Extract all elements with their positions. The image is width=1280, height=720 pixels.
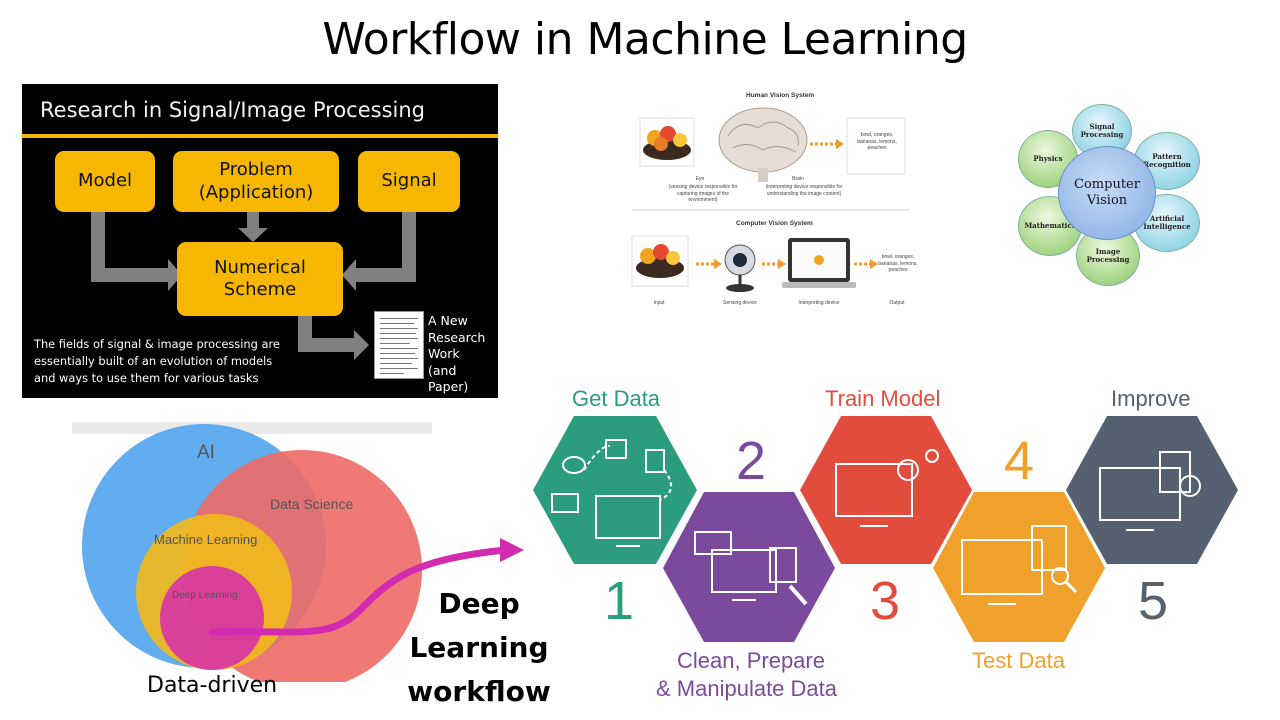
paper-thumbnail (374, 311, 424, 379)
step-number-1: 1 (604, 571, 635, 631)
problem-label-line1: Problem (219, 159, 293, 180)
sensing-device-label: Sensing device (723, 300, 757, 306)
model-label: Model (77, 170, 133, 192)
deep-learning-workflow-label: Deep Learning workflow (404, 582, 554, 715)
scheme-label-line1: Numerical (214, 256, 306, 278)
venn-label-data-science: Data Science (270, 496, 354, 512)
venn-top-band (72, 422, 432, 434)
research-title: Research in Signal/Image Processing (40, 98, 425, 122)
page-title: Workflow in Machine Learning (322, 14, 968, 65)
paper-label-line: is Born (428, 395, 472, 411)
human-vision-title: Human Vision System (746, 92, 815, 99)
step-number-4: 4 (1004, 431, 1035, 491)
new-research-label: A New Research Work (and Paper) is Born (428, 313, 498, 412)
human-output-text: bowl, oranges, bananas, lemons, peaches (857, 132, 897, 151)
eye-label: Eye (695, 176, 705, 182)
eye-description: (sensing device responsible for capturin… (668, 184, 738, 203)
data-driven-label: Data-driven (147, 673, 278, 698)
ai-venn-diagram: AI Data Science Machine Learning Deep Le… (72, 422, 432, 682)
dlw-line: workflow (407, 675, 551, 709)
computer-vision-title: Computer Vision System (736, 220, 813, 227)
venn-label-machine-learning: Machine Learning (154, 532, 258, 547)
problem-box: Problem (Application) (173, 151, 339, 212)
problem-label-line2: (Application) (198, 181, 314, 203)
research-arrows (91, 212, 416, 360)
computer-output-text: bowl, oranges, bananas, lemons, peaches (878, 254, 918, 273)
bubble-computer-vision: Computer Vision (1058, 146, 1156, 240)
paper-label-line: Research (428, 329, 486, 345)
step-number-2: 2 (736, 431, 767, 491)
step-label-clean-line2: & Manipulate Data (656, 676, 837, 701)
dlw-line: Deep (438, 587, 520, 620)
step-number-5: 5 (1138, 571, 1169, 631)
step-number-3: 3 (870, 571, 901, 631)
input-label: Input (653, 300, 665, 306)
signal-label: Signal (381, 170, 437, 192)
step-label-improve: Improve (1111, 386, 1191, 411)
paper-label-line: A New (428, 313, 468, 328)
paper-label-line: Work (428, 346, 460, 361)
brain-description: (interpreting device responsible for und… (765, 184, 843, 197)
step-label-clean-line1: Clean, Prepare (677, 648, 825, 673)
brain-label: Brain (792, 176, 804, 182)
scheme-label-line2: Scheme (223, 279, 297, 300)
vision-graphics (631, 107, 910, 292)
venn-circles (82, 424, 422, 682)
model-box: Model (55, 151, 155, 212)
step-label-train-model: Train Model (825, 386, 941, 411)
interpreting-device-label: Interpreting device (798, 300, 840, 306)
numerical-scheme-box: Numerical Scheme (177, 242, 343, 316)
vision-system-diagram: Human Vision System bo (628, 88, 918, 314)
signal-box: Signal (358, 151, 460, 212)
dlw-line: Learning (409, 631, 549, 665)
research-panel: Research in Signal/Image Processing Mode… (22, 84, 498, 411)
output-label: Output (889, 300, 905, 306)
venn-label-deep-learning: Deep Learning (172, 590, 238, 601)
research-caption: The fields of signal & image processing … (34, 337, 280, 386)
paper-label-line: (and Paper) (428, 362, 469, 395)
computer-vision-bubbles: Signal Processing Pattern Recognition Ar… (1014, 104, 1206, 288)
venn-label-ai: AI (197, 442, 215, 463)
research-divider (22, 134, 498, 138)
step-label-test-data: Test Data (972, 648, 1065, 673)
step-label-get-data: Get Data (572, 386, 661, 411)
